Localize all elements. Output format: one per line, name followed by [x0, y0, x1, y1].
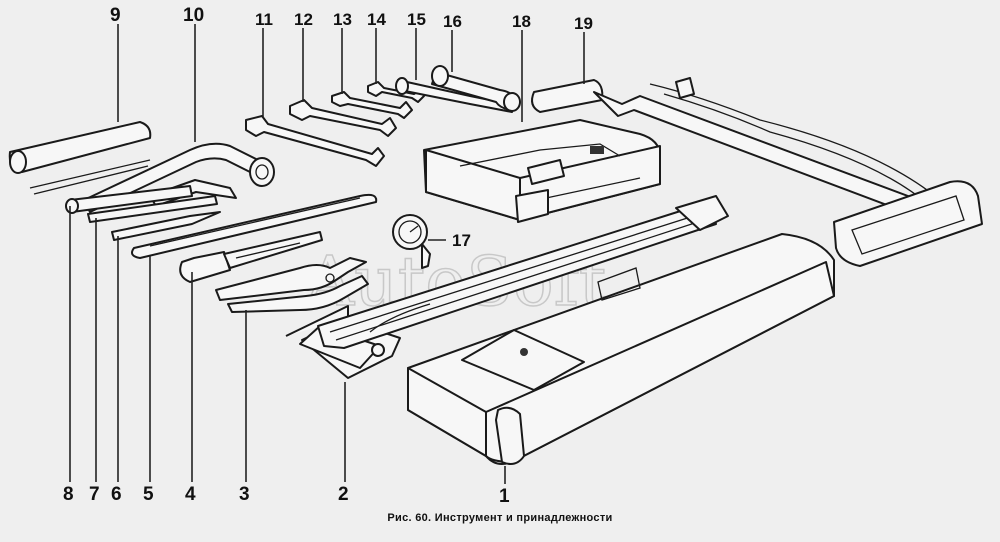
- callout-9: 9: [110, 5, 121, 26]
- part-12-wrench: [289, 99, 397, 137]
- callout-1: 1: [499, 486, 510, 507]
- leader-lines: [69, 24, 585, 484]
- part-5-tyre-lever: [131, 193, 378, 259]
- callout-18: 18: [512, 12, 531, 31]
- callout-4: 4: [185, 484, 196, 505]
- part-6-awl: [111, 211, 221, 241]
- callout-17: 17: [452, 231, 471, 250]
- callout-10: 10: [183, 5, 204, 26]
- callout-numbers: 9 10 11 12 13 14 15 16 18 19 17 8 7 6 5 …: [63, 5, 593, 507]
- callout-3: 3: [239, 484, 250, 505]
- part-7-tube: [87, 195, 218, 223]
- part-17-pressure-gauge: [392, 214, 431, 269]
- part-13-wrench: [331, 91, 413, 119]
- part-19-tyre-pump: [531, 77, 983, 267]
- callout-7: 7: [89, 484, 100, 505]
- part-3-pliers: [215, 257, 369, 313]
- figure-caption: Рис. 60. Инструмент и принадлежности: [387, 512, 613, 524]
- callout-2: 2: [338, 484, 349, 505]
- callout-6: 6: [111, 484, 122, 505]
- callout-13: 13: [333, 10, 352, 29]
- part-9-box-spanner: [8, 121, 152, 195]
- part-8-drift: [65, 185, 193, 214]
- part-11-wrench: [245, 115, 385, 167]
- callout-11: 11: [255, 10, 273, 29]
- part-18-tool-bag: [423, 119, 661, 223]
- part-2-jack: [285, 195, 729, 379]
- part-16-ring-spanner: [431, 65, 521, 112]
- callout-12: 12: [294, 10, 313, 29]
- callout-19: 19: [574, 14, 593, 33]
- callout-5: 5: [143, 484, 154, 505]
- callout-8: 8: [63, 484, 74, 505]
- part-14-wrench: [367, 81, 425, 103]
- callout-16: 16: [443, 12, 462, 31]
- part-1-tool-case: [407, 233, 835, 465]
- callout-14: 14: [367, 10, 386, 29]
- callout-15: 15: [407, 10, 426, 29]
